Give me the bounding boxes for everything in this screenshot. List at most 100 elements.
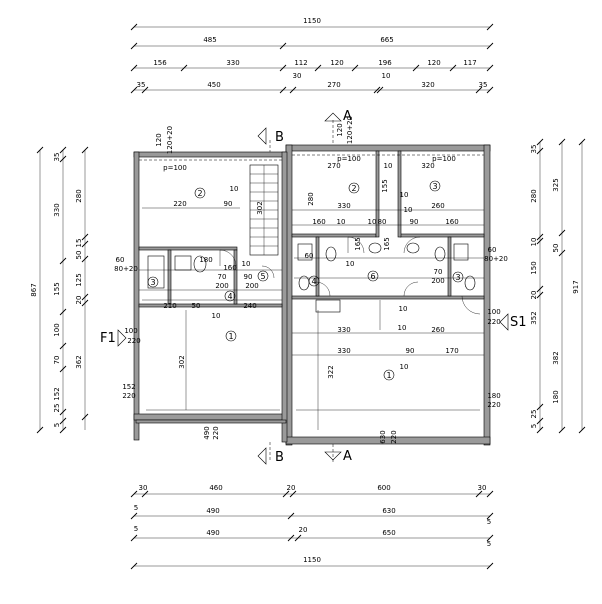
dim-left-50: 50 — [75, 251, 83, 260]
label-180: 180 — [199, 256, 212, 264]
label-152: 152 — [122, 383, 135, 391]
label-100-left: 100 — [124, 327, 137, 335]
dim-top-485: 485 — [203, 36, 216, 44]
dim-left-362: 362 — [75, 355, 83, 368]
label-70-left: 70 — [218, 273, 227, 281]
label-10-f: 10 — [346, 260, 355, 268]
interior-dimension-labels: 220 90 10 p=100 120 120+20 120 120+20 p=… — [114, 116, 508, 444]
label-220-low-right: 220 — [487, 401, 500, 409]
dim-top-112: 112 — [294, 59, 307, 67]
dim-top-10: 10 — [382, 72, 391, 80]
label-200-mid: 200 — [245, 282, 258, 290]
door-swings — [219, 236, 481, 315]
dim-right-382: 382 — [552, 351, 560, 364]
right-dimension-chains: 35 280 10 150 20 352 382 180 25 5 325 50… — [530, 138, 586, 434]
room-number-5: 5 — [260, 272, 265, 281]
label-165-b: 165 — [383, 237, 391, 250]
label-220-vert-right: 220 — [390, 430, 398, 443]
label-220-low-left: 220 — [122, 392, 135, 400]
room-number-3-bath: 3 — [455, 273, 460, 282]
label-220-left: 220 — [127, 337, 140, 345]
label-100-right: 100 — [487, 308, 500, 316]
dim-bottom-30b: 30 — [478, 484, 487, 492]
dim-left-15: 15 — [75, 239, 83, 248]
room-number-1-right: 1 — [386, 371, 391, 380]
label-10-d: 10 — [368, 218, 377, 226]
dim-right-280: 280 — [530, 189, 538, 202]
label-270: 270 — [327, 162, 340, 170]
label-50: 50 — [192, 302, 201, 310]
label-120-mid: 120 — [336, 123, 344, 136]
label-p100-left: p=100 — [163, 164, 187, 172]
dim-top-196: 196 — [378, 59, 392, 67]
dim-right-25: 25 — [530, 410, 538, 419]
dim-bottom-630: 630 — [382, 507, 395, 515]
dim-right-325: 325 — [552, 178, 560, 191]
staircase — [249, 164, 279, 256]
dim-left-35: 35 — [53, 153, 61, 162]
dim-top-117: 117 — [463, 59, 476, 67]
section-a-bottom-label: A — [343, 449, 352, 464]
bottom-dimension-chains: 30 460 20 600 30 5 490 630 5 5 490 20 65… — [130, 484, 494, 570]
fixtures — [139, 154, 484, 430]
label-200-left: 200 — [215, 282, 228, 290]
dim-bottom-460: 460 — [209, 484, 222, 492]
label-70-right: 70 — [434, 268, 443, 276]
label-10-i: 10 — [399, 305, 408, 313]
label-160-a: 160 — [312, 218, 325, 226]
label-155: 155 — [381, 179, 389, 192]
label-80-20-left: 80+20 — [114, 265, 138, 273]
dim-right-150: 150 — [530, 261, 538, 274]
room-number-4-left: 4 — [227, 292, 232, 301]
label-160-b: 160 — [445, 218, 458, 226]
label-90-c: 90 — [244, 273, 253, 281]
dim-left-152: 152 — [53, 387, 61, 400]
label-220-right: 220 — [487, 318, 500, 326]
dim-right-180: 180 — [552, 390, 560, 403]
left-dimension-chains: 867 35 330 155 100 70 152 25 5 280 15 50… — [30, 146, 89, 434]
section-s1-label: S1 — [510, 315, 527, 330]
dim-right-50: 50 — [552, 244, 560, 253]
section-markers: B A B A F1 S1 — [100, 109, 527, 465]
label-10-j: 10 — [400, 363, 409, 371]
label-330-mid: 330 — [337, 326, 350, 334]
label-60-right: 60 — [488, 246, 497, 254]
label-160-c: 160 — [223, 264, 236, 272]
top-dimension-chains: 1150 485 665 156 330 112 120 196 120 117 — [130, 17, 494, 94]
dim-bottom-20: 20 — [287, 484, 296, 492]
label-210: 210 — [163, 302, 176, 310]
room-number-6: 6 — [370, 272, 375, 281]
dim-bottom-600: 600 — [377, 484, 390, 492]
dim-left-155: 155 — [53, 282, 61, 295]
dim-top-120a: 120 — [330, 59, 343, 67]
label-200-right: 200 — [431, 277, 444, 285]
sanitary-fixtures — [147, 242, 476, 313]
label-220: 220 — [173, 200, 186, 208]
dim-right-total: 917 — [572, 280, 580, 293]
dim-top-450: 450 — [207, 81, 220, 89]
dim-top-330: 330 — [226, 59, 239, 67]
label-330-low: 330 — [337, 347, 350, 355]
dim-left-70: 70 — [53, 356, 61, 365]
label-90: 90 — [224, 200, 233, 208]
dim-bottom-490a: 490 — [206, 507, 219, 515]
label-10: 10 — [230, 185, 239, 193]
dim-right-352: 352 — [530, 311, 538, 324]
dim-top-156: 156 — [153, 59, 167, 67]
section-b-top-label: B — [275, 130, 284, 145]
dim-left-20: 20 — [75, 296, 83, 305]
label-280: 280 — [307, 192, 315, 205]
label-p100-mid: p=100 — [337, 155, 361, 163]
dim-top-665: 665 — [380, 36, 393, 44]
label-10-g: 10 — [212, 312, 221, 320]
room-number-2-right: 2 — [351, 184, 356, 193]
label-120-left: 120 — [155, 133, 163, 146]
dim-left-125: 125 — [75, 273, 83, 286]
dim-top-320: 320 — [421, 81, 434, 89]
label-302: 302 — [178, 355, 186, 368]
interior-dimension-lines — [139, 207, 484, 430]
label-322: 322 — [327, 365, 335, 378]
dim-bottom-490b: 490 — [206, 529, 219, 537]
dim-bottom-30a: 30 — [139, 484, 148, 492]
